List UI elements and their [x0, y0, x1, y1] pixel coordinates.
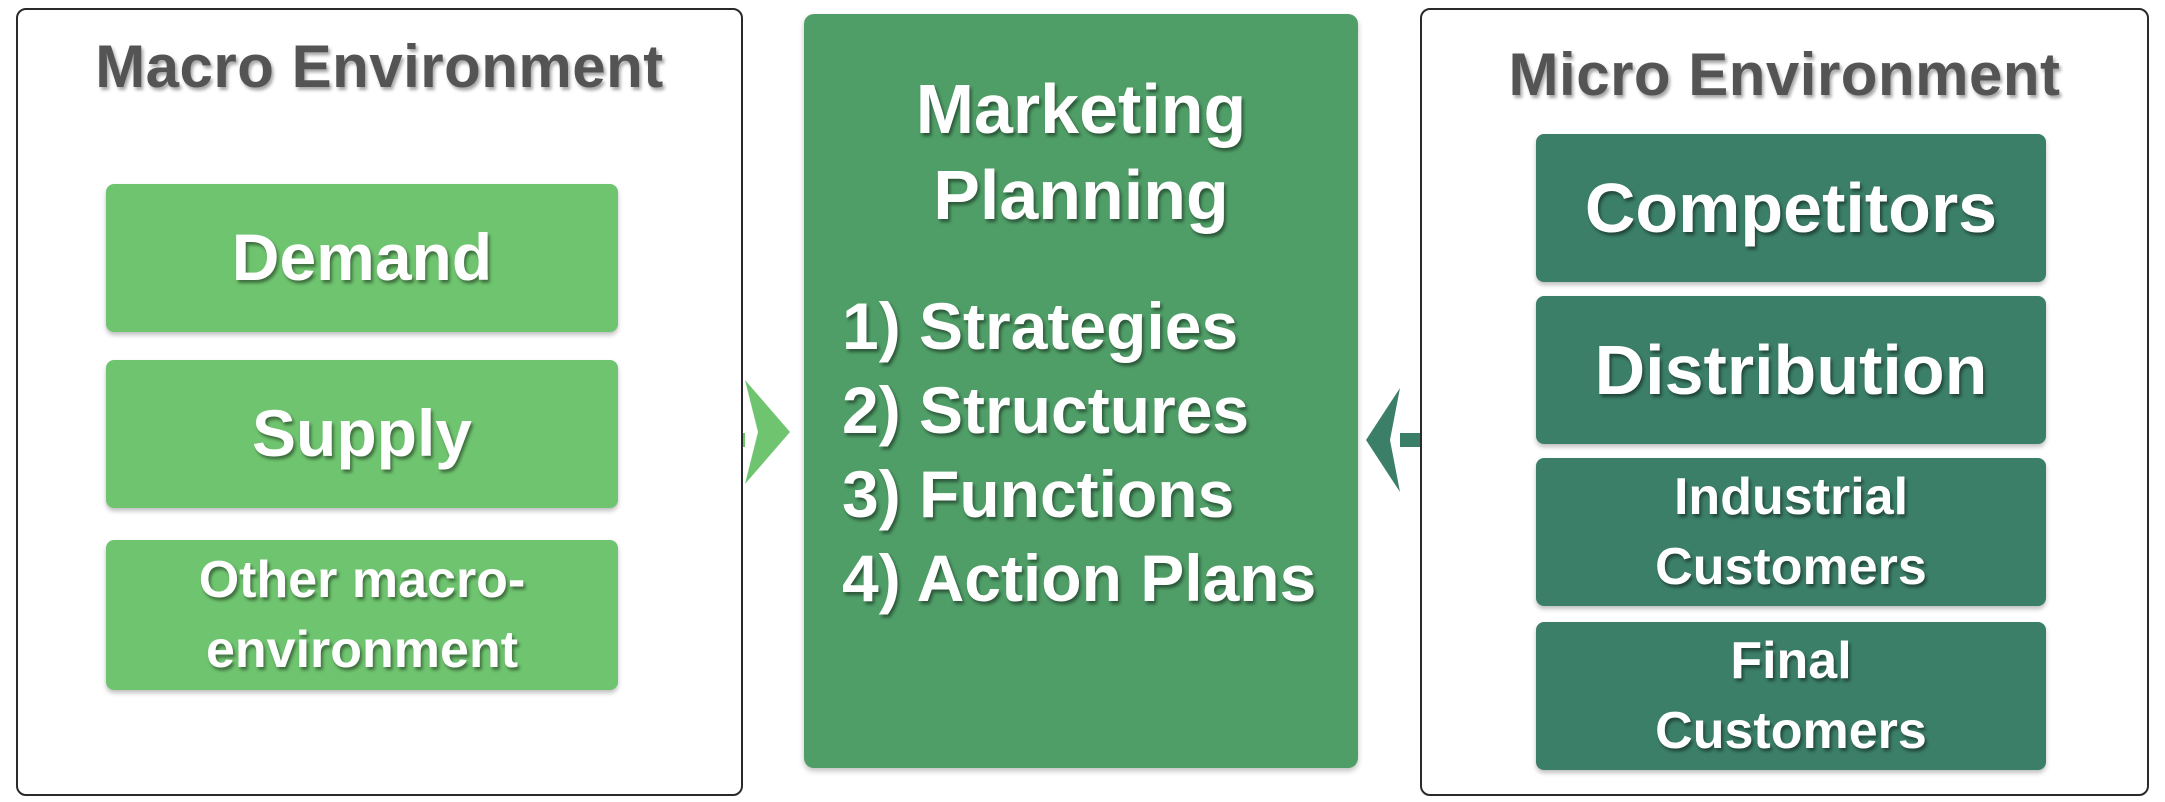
other-macro-environment-label: Other macro-environment: [198, 550, 526, 679]
planning-step: 4) Action Plans: [842, 541, 1317, 615]
other-macro-environment-box: Other macro-environment: [106, 540, 618, 690]
marketing-planning-box: Marketing Planning 1) Strategies 2) Stru…: [804, 14, 1358, 768]
macro-environment-title: Macro Environment: [95, 33, 664, 100]
demand-box: Demand: [106, 184, 618, 332]
industrial-customers-box: Industrial Customers: [1536, 458, 2046, 606]
demand-label: Demand: [231, 220, 493, 295]
final-customers-label: Final Customers: [1655, 631, 1927, 760]
marketing-planning-title-line1: Marketing: [915, 70, 1247, 148]
marketing-planning-title: Marketing Planning: [804, 66, 1358, 238]
planning-step: 1) Strategies: [842, 289, 1239, 363]
micro-arrow-head: [1366, 388, 1400, 492]
distribution-label: Distribution: [1594, 330, 1988, 409]
micro-environment-title: Micro Environment: [1508, 41, 2061, 108]
industrial-customers-label: Industrial Customers: [1655, 467, 1927, 596]
planning-step: 3) Functions: [842, 457, 1235, 531]
distribution-box: Distribution: [1536, 296, 2046, 444]
competitors-label: Competitors: [1584, 168, 1998, 247]
planning-step: 2) Structures: [842, 373, 1250, 447]
supply-label: Supply: [251, 396, 472, 471]
supply-box: Supply: [106, 360, 618, 508]
competitors-box: Competitors: [1536, 134, 2046, 282]
final-customers-box: Final Customers: [1536, 622, 2046, 770]
macro-arrow-head: [745, 380, 790, 484]
planning-steps-list: 1) Strategies 2) Structures 3) Functions…: [842, 284, 1316, 620]
marketing-planning-title-line2: Planning: [933, 156, 1229, 234]
